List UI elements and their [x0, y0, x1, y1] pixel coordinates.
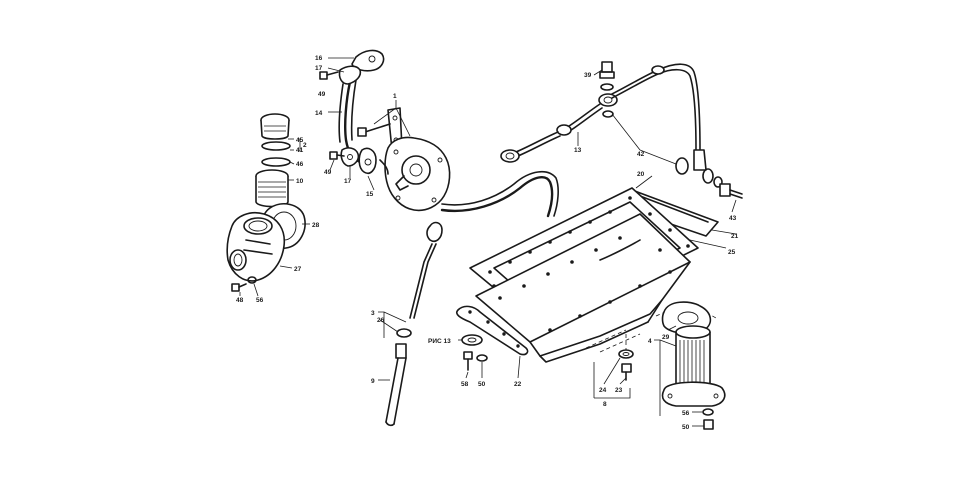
label-10: 10 — [296, 178, 304, 185]
pipe-13 — [500, 63, 701, 163]
filter-element-10 — [255, 169, 289, 208]
label-50-center: 50 — [478, 381, 486, 388]
banjo-bolt-43 — [719, 183, 743, 199]
dipstick-tube-9 — [385, 343, 407, 427]
label-45: 45 — [296, 137, 304, 144]
label-43: 43 — [729, 215, 737, 222]
label-ric-13: РИС 13 — [428, 338, 451, 345]
label-41: 41 — [296, 147, 304, 154]
bolt-50-right — [703, 419, 714, 430]
label-8: 8 — [603, 401, 607, 408]
label-9: 9 — [371, 378, 375, 385]
label-28: 28 — [312, 222, 320, 229]
label-39: 39 — [584, 72, 592, 79]
label-49-top: 49 — [318, 91, 326, 98]
label-29: 29 — [662, 334, 670, 341]
dashed-guides — [585, 301, 717, 353]
label-56-left: 56 — [256, 297, 264, 304]
oil-pan-8 — [475, 213, 691, 363]
bolt-48 — [231, 283, 247, 292]
label-22: 22 — [514, 381, 522, 388]
leader-lines — [239, 57, 737, 427]
label-4: 4 — [648, 338, 652, 345]
lower-gasket-22 — [455, 305, 529, 356]
label-17-lower: 17 — [344, 178, 352, 185]
label-3: 3 — [371, 310, 375, 317]
bolt-58 — [463, 351, 473, 371]
callout-labels: 16 17 49 14 1 49 17 15 45 41 2 46 10 28 … — [236, 55, 739, 431]
drain-plug-23 — [621, 363, 632, 381]
fitting-39 — [599, 61, 615, 91]
label-15: 15 — [366, 191, 374, 198]
drain-washer-ric13 — [461, 334, 483, 346]
label-20: 20 — [637, 171, 645, 178]
outlet-pipe — [440, 171, 559, 218]
label-2: 2 — [303, 142, 307, 149]
washer-50-center — [476, 354, 488, 362]
washer-56-left — [247, 276, 257, 284]
washer-56-right — [702, 408, 714, 416]
bolt-49-lower — [329, 151, 345, 160]
banjo-fitting-right — [675, 149, 723, 188]
dipstick-26 — [409, 221, 443, 319]
label-42: 42 — [637, 151, 645, 158]
label-24: 24 — [599, 387, 607, 394]
label-13: 13 — [574, 147, 582, 154]
label-48: 48 — [236, 297, 244, 304]
dipstick-washer — [396, 328, 412, 338]
label-16: 16 — [315, 55, 323, 62]
label-58: 58 — [461, 381, 469, 388]
label-27: 27 — [294, 266, 302, 273]
label-21: 21 — [731, 233, 739, 240]
label-26: 26 — [377, 317, 385, 324]
drain-plug-washer-24 — [618, 349, 634, 359]
pipe-flange-16 — [338, 49, 385, 85]
bolt-49-top — [319, 71, 339, 80]
label-56-right: 56 — [682, 410, 690, 417]
pump-flange-small — [340, 147, 360, 167]
ring-46 — [261, 157, 291, 167]
label-46: 46 — [296, 161, 304, 168]
label-25: 25 — [728, 249, 736, 256]
label-17-top: 17 — [315, 65, 323, 72]
label-14: 14 — [315, 110, 323, 117]
label-1: 1 — [393, 93, 397, 100]
strainer-tube-4 — [661, 325, 726, 407]
pump-gasket-15 — [358, 147, 377, 175]
filter-housing-27 — [226, 211, 286, 282]
filter-cap-45 — [260, 113, 290, 140]
label-23: 23 — [615, 387, 623, 394]
label-50-right: 50 — [682, 424, 690, 431]
oil-pump-body — [379, 136, 451, 212]
ring-41 — [261, 141, 291, 151]
label-49-lower: 49 — [324, 169, 332, 176]
